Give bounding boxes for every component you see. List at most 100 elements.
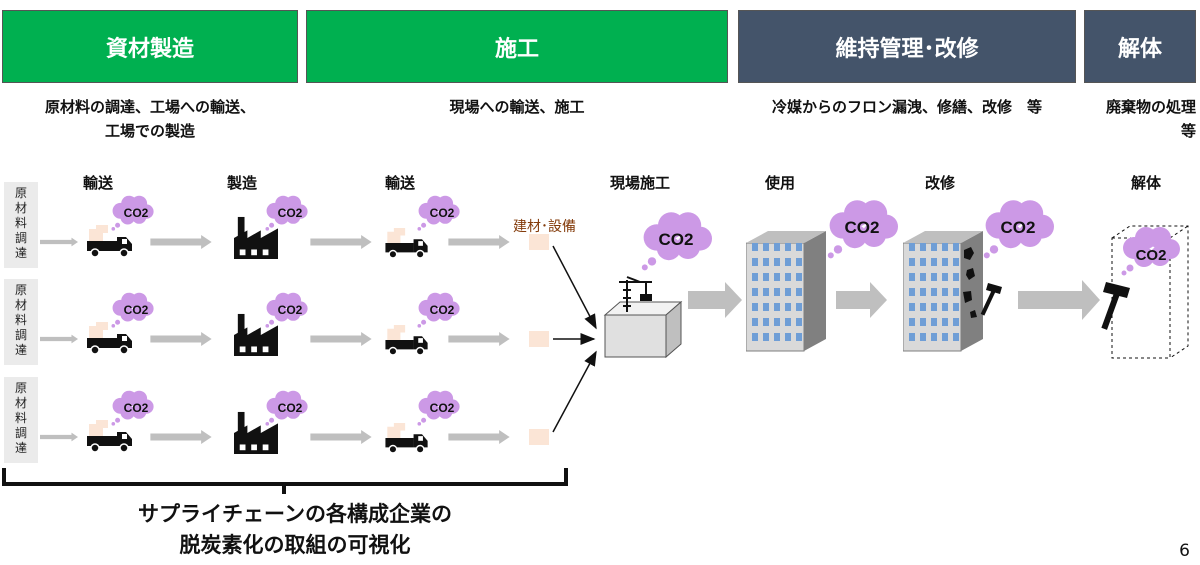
supply-chain-bracket bbox=[2, 468, 568, 494]
desc-line: 冷媒からのフロン漏洩、修繕、改修 等 bbox=[771, 98, 1042, 116]
page-number: 6 bbox=[1179, 541, 1190, 561]
desc-manufacturing: 原材料の調達、工場への輸送、 工場での製造 bbox=[10, 95, 290, 143]
desc-demolition: 廃棄物の処理 等 bbox=[1080, 95, 1196, 143]
desc-line: 現場への輸送、施工 bbox=[449, 98, 585, 116]
raw-char: 材 bbox=[14, 396, 27, 410]
desc-construction: 現場への輸送、施工 bbox=[306, 95, 728, 119]
co2-label: CO2 bbox=[659, 230, 694, 249]
flow-arrow bbox=[310, 430, 372, 444]
hammer-icon bbox=[980, 283, 1002, 316]
raw-char: 料 bbox=[14, 216, 27, 230]
raw-material-box: 原 材 料 調 達 bbox=[4, 182, 38, 268]
raw-char: 材 bbox=[14, 201, 27, 215]
raw-material-box: 原 材 料 調 達 bbox=[4, 377, 38, 463]
flow-arrow bbox=[310, 332, 372, 346]
phase-material-manufacturing: 資材製造 bbox=[2, 10, 298, 83]
truck-icon bbox=[86, 321, 133, 355]
co2-label: CO2 bbox=[278, 303, 303, 317]
supply-row-1 bbox=[40, 195, 549, 260]
damage-marks bbox=[963, 247, 977, 318]
phase-maintenance: 維持管理･改修 bbox=[738, 10, 1076, 83]
co2-label: CO2 bbox=[430, 303, 455, 317]
converge-arrow bbox=[552, 245, 597, 330]
material-label: 建材･設備 bbox=[513, 219, 576, 235]
supply-chain-caption: サプライチェーンの各構成企業の 脱炭素化の取組の可視化 bbox=[80, 499, 510, 561]
flow-arrow bbox=[150, 430, 212, 444]
flow-arrow bbox=[688, 282, 742, 318]
desc-line: 廃棄物の処理 bbox=[1105, 98, 1196, 116]
raw-char: 調 bbox=[14, 328, 27, 342]
material-box bbox=[529, 234, 549, 250]
co2-label: CO2 bbox=[430, 206, 455, 220]
flow-arrow bbox=[150, 332, 212, 346]
hammer-icon bbox=[1101, 282, 1130, 330]
raw-char: 調 bbox=[14, 231, 27, 245]
window-grid bbox=[909, 243, 959, 341]
converge-arrow bbox=[552, 350, 597, 433]
stage-renovation: 改修 bbox=[924, 174, 955, 192]
desc-line: 工場での製造 bbox=[104, 122, 195, 140]
flow-arrow bbox=[40, 237, 78, 247]
stage-use: 使用 bbox=[764, 174, 795, 192]
flow-arrow bbox=[448, 430, 510, 444]
co2-label: CO2 bbox=[278, 401, 303, 415]
construction-site-icon bbox=[603, 276, 683, 359]
supply-row-3 bbox=[40, 390, 549, 455]
raw-char: 原 bbox=[14, 381, 27, 395]
material-box bbox=[529, 429, 549, 445]
raw-char: 達 bbox=[14, 441, 27, 455]
flow-arrow bbox=[448, 235, 510, 249]
truck-icon bbox=[86, 224, 133, 258]
raw-char: 原 bbox=[14, 186, 27, 200]
flow-arrow bbox=[310, 235, 372, 249]
co2-label: CO2 bbox=[1001, 218, 1036, 237]
raw-char: 原 bbox=[14, 283, 27, 297]
phase-construction: 施工 bbox=[306, 10, 728, 83]
flow-arrow bbox=[448, 332, 510, 346]
desc-line: 等 bbox=[1180, 122, 1196, 140]
phase-label: 施工 bbox=[494, 36, 539, 62]
co2-label: CO2 bbox=[124, 401, 149, 415]
co2-label: CO2 bbox=[1136, 247, 1167, 264]
renovation-building-icon bbox=[903, 230, 983, 352]
raw-char: 料 bbox=[14, 411, 27, 425]
co2-label: CO2 bbox=[124, 303, 149, 317]
flow-arrow bbox=[1018, 280, 1100, 320]
flow-arrow bbox=[40, 334, 78, 344]
truck-icon bbox=[384, 325, 429, 355]
raw-material-box: 原 材 料 調 達 bbox=[4, 279, 38, 365]
raw-char: 達 bbox=[14, 343, 27, 357]
flow-arrow bbox=[150, 235, 212, 249]
truck-icon bbox=[384, 228, 429, 258]
flow-arrow bbox=[40, 432, 78, 442]
desc-maintenance: 冷媒からのフロン漏洩、修繕、改修 等 bbox=[740, 95, 1074, 119]
crane-icon bbox=[619, 276, 652, 312]
caption-line: サプライチェーンの各構成企業の bbox=[138, 502, 452, 526]
stage-demolition: 解体 bbox=[1130, 174, 1161, 192]
raw-char: 達 bbox=[14, 246, 27, 260]
truck-icon bbox=[86, 419, 133, 453]
stage-transport-1: 輸送 bbox=[82, 174, 113, 192]
phase-label: 資材製造 bbox=[105, 36, 194, 62]
raw-char: 料 bbox=[14, 313, 27, 327]
caption-line: 脱炭素化の取組の可視化 bbox=[179, 533, 411, 557]
co2-label: CO2 bbox=[278, 206, 303, 220]
co2-label: CO2 bbox=[124, 206, 149, 220]
raw-char: 材 bbox=[14, 298, 27, 312]
building-icon bbox=[746, 230, 826, 352]
co2-label: CO2 bbox=[430, 401, 455, 415]
truck-icon bbox=[384, 423, 429, 453]
co2-labels-large: CO2 CO2 CO2 CO2 bbox=[659, 218, 1167, 264]
material-box bbox=[529, 331, 549, 347]
phase-demolition: 解体 bbox=[1084, 10, 1196, 83]
co2-labels: CO2 CO2 CO2 CO2 CO2 CO2 CO2 CO2 CO2 bbox=[124, 206, 455, 415]
stage-transport-2: 輸送 bbox=[384, 174, 415, 192]
flow-arrow bbox=[836, 282, 887, 318]
phase-label: 解体 bbox=[1117, 36, 1162, 62]
co2-label: CO2 bbox=[845, 218, 880, 237]
raw-char: 調 bbox=[14, 426, 27, 440]
window-grid bbox=[752, 243, 802, 341]
stage-factory: 製造 bbox=[226, 174, 257, 192]
supply-row-2 bbox=[40, 292, 549, 357]
